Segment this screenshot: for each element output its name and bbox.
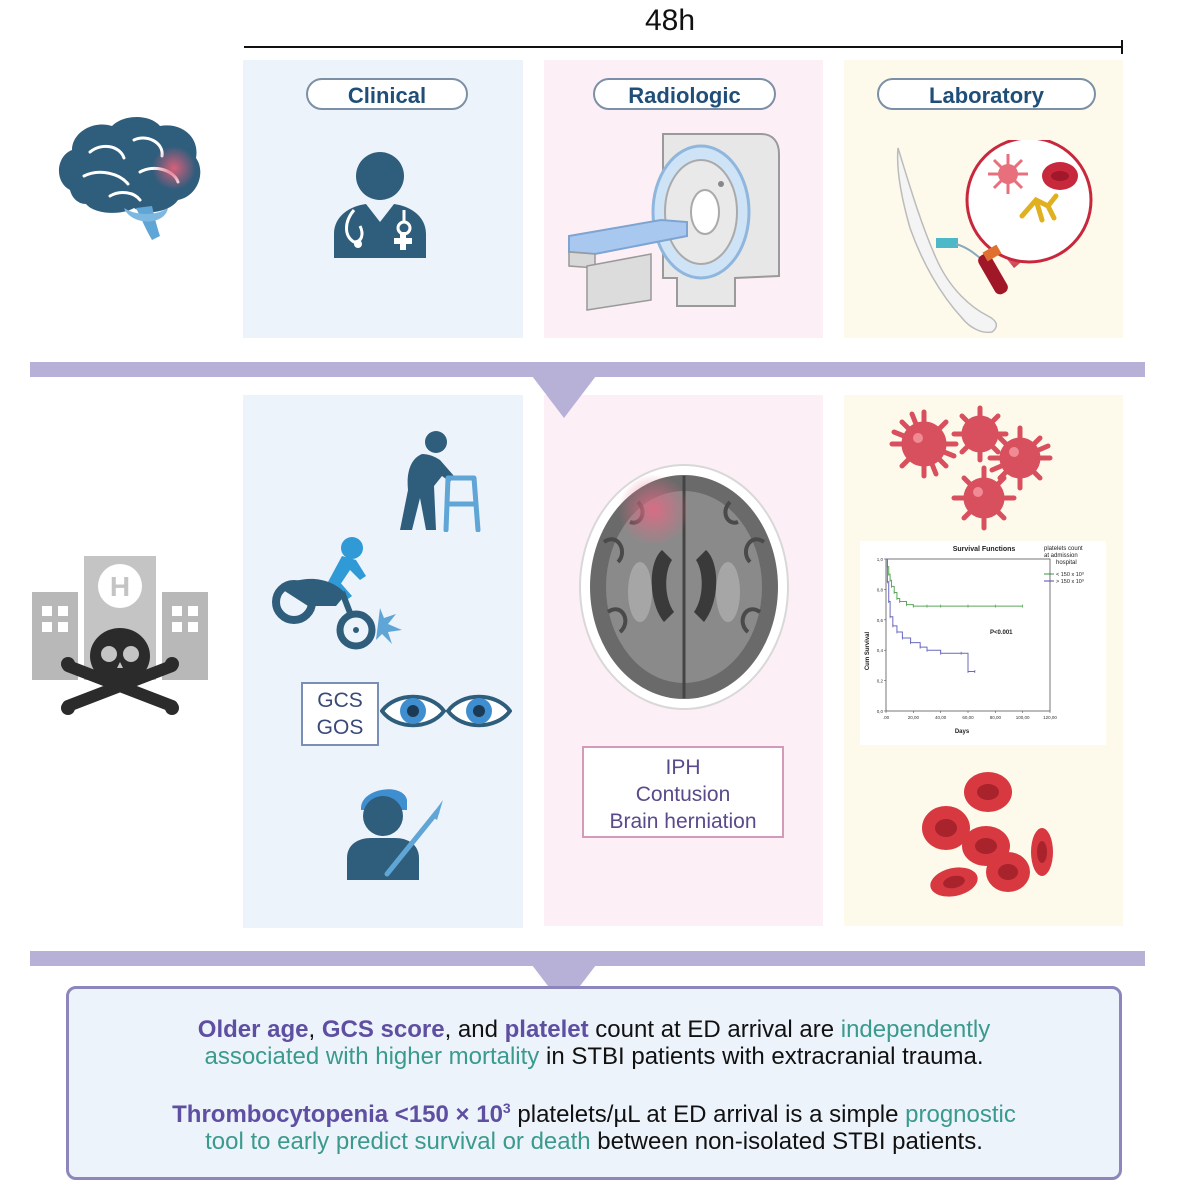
conclusion-text: , and (444, 1016, 505, 1043)
finding-contusion: Contusion (635, 783, 731, 806)
survival-curve-high-platelets (886, 558, 1023, 607)
x-tick-label: 20,00 (908, 715, 920, 720)
survival-plot-area: 0,0 0,2 0,4 0,6 0,8 1,0 .00 20,00 40,00 60,00 80,0… (877, 557, 1058, 720)
brain-ct-slice-icon (579, 464, 789, 710)
conclusion-superscript: 3 (502, 1100, 511, 1116)
conclusion-platelet: platelet (504, 1016, 589, 1043)
blood-draw-icon (896, 140, 1093, 334)
finding-iph: IPH (665, 756, 701, 779)
chart-ylabel: Cum Survival (865, 632, 871, 671)
chart-annotation: P<0.001 (990, 630, 1013, 636)
platelets-icon (889, 405, 1053, 531)
legend-title-1: platelets count (1044, 546, 1083, 552)
legend-title-2: at admission (1044, 553, 1078, 559)
conclusion-box: Older age, GCS score, and platelet count… (66, 986, 1122, 1180)
conclusion-paragraph-2: Thrombocytopenia <150 × 103 platelets/µL… (69, 1095, 1119, 1155)
chart-title: Survival Functions (953, 546, 1016, 553)
conclusion-text: between non-isolated STBI patients. (590, 1128, 983, 1155)
clinical-title: Clinical (306, 78, 468, 110)
survival-chart-panel: Survival Functions platelets count at ad… (860, 541, 1106, 745)
svg-text:H: H (110, 571, 130, 602)
conclusion-text: , (308, 1016, 322, 1043)
x-tick-label: 120,00 (1043, 715, 1057, 720)
legend-high: > 150 x 10³ (1056, 579, 1084, 585)
x-tick-label: 100,00 (1016, 715, 1030, 720)
doctor-icon (334, 152, 426, 258)
timeline-label: 48h (644, 4, 696, 37)
conclusion-prognostic: prognostic (905, 1101, 1016, 1128)
x-tick-label: 40,00 (935, 715, 947, 720)
y-tick-label: 0,0 (877, 709, 884, 714)
motorcycle-crash-icon (272, 537, 402, 650)
timeline-axis (244, 40, 1123, 54)
divider-top-pointer (532, 376, 596, 418)
divider-bottom (30, 951, 1145, 966)
conclusion-text: platelets/µL at ED arrival is a simple (510, 1101, 906, 1128)
finding-brain-herniation: Brain herniation (609, 810, 757, 833)
y-tick-label: 0,2 (877, 679, 884, 684)
hospital-death-icon: H (32, 556, 208, 715)
plot-frame (885, 558, 1051, 712)
survival-chart: Survival Functions platelets count at ad… (865, 546, 1084, 735)
red-blood-cells-icon (922, 772, 1053, 897)
surgeon-icon (347, 789, 443, 880)
y-tick-label: 1,0 (877, 557, 884, 562)
conclusion-mortality: associated with higher mortality (204, 1043, 540, 1070)
divider-top (30, 362, 1145, 377)
conclusion-thrombocytopenia: Thrombocytopenia <150 × 103 (172, 1100, 511, 1128)
conclusion-independently: independently (840, 1016, 991, 1043)
x-tick-label: 60,00 (962, 715, 974, 720)
conclusion-paragraph-1: Older age, GCS score, and platelet count… (69, 1016, 1119, 1070)
x-tick-label: .00 (883, 715, 890, 720)
conclusion-threshold: Thrombocytopenia <150 × 10 (172, 1101, 503, 1128)
conclusion-text: count at ED arrival are (588, 1016, 841, 1043)
eyes-icon (380, 694, 512, 728)
chart-xlabel: Days (955, 729, 970, 735)
gcs-gos-box: GCS GOS (301, 682, 379, 746)
legend-low: < 150 x 10³ (1056, 572, 1084, 578)
y-tick-label: 0,6 (877, 618, 884, 623)
ct-scanner-icon (568, 133, 780, 311)
conclusion-gcs-score: GCS score (321, 1016, 445, 1043)
brain-icon (58, 117, 201, 240)
x-tick-label: 80,00 (990, 715, 1002, 720)
elderly-walker-icon (400, 431, 481, 532)
radiologic-title: Radiologic (593, 78, 776, 110)
y-tick-label: 0,4 (877, 648, 884, 653)
conclusion-predict: tool to early predict survival or death (205, 1128, 591, 1155)
legend-title-3: hospital (1056, 560, 1077, 566)
gos-label: GOS (316, 716, 364, 739)
gcs-label: GCS (317, 689, 363, 712)
conclusion-older-age: Older age (197, 1016, 309, 1043)
radiologic-findings-box: IPH Contusion Brain herniation (582, 746, 784, 838)
laboratory-title: Laboratory (877, 78, 1096, 110)
conclusion-text: in STBI patients with extracranial traum… (539, 1043, 984, 1070)
y-tick-label: 0,8 (877, 587, 884, 592)
